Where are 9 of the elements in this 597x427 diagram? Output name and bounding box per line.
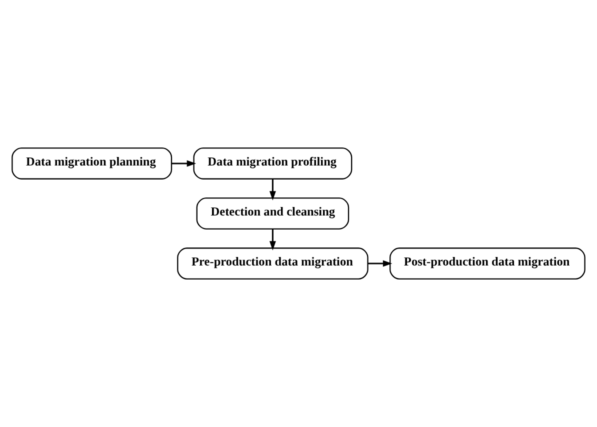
node-box: Pre-production data migration: [177, 248, 368, 280]
node-box: Detection and cleansing: [196, 198, 350, 230]
arrow: [368, 260, 392, 267]
node-box: Data migration planning: [12, 148, 172, 180]
arrow: [172, 160, 196, 167]
arrow: [269, 229, 276, 250]
node-box: Post-production data migration: [390, 248, 586, 280]
arrow: [269, 179, 276, 200]
node-box: Data migration profiling: [193, 148, 352, 180]
